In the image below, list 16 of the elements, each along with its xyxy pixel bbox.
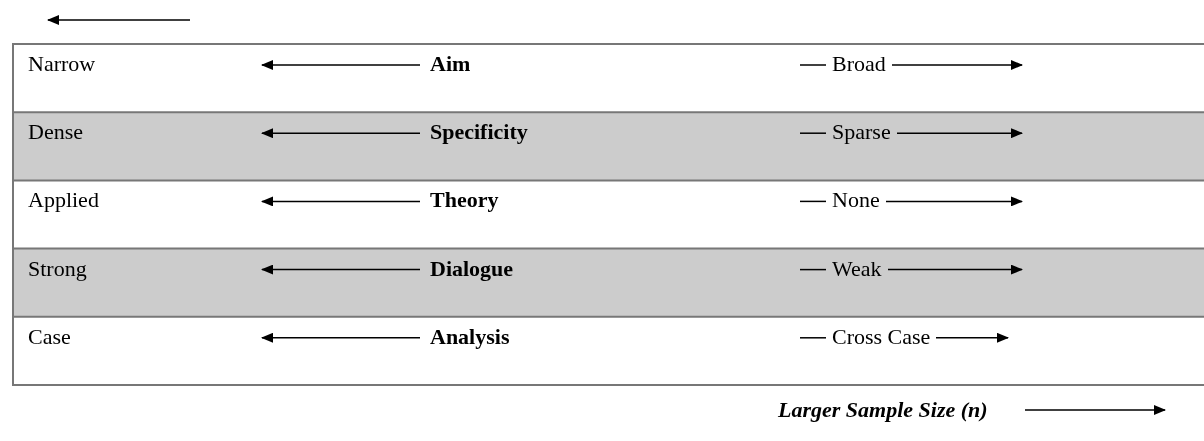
- axis-caption: Larger Sample Size (n): [778, 397, 988, 423]
- row-label: Weak: [832, 255, 882, 282]
- dimension-heading: Dialogue: [430, 255, 514, 282]
- row-label: Strong: [28, 255, 87, 282]
- row-label: Sparse: [832, 119, 891, 146]
- dimension-heading: Theory: [430, 187, 499, 214]
- row-label: Narrow: [28, 51, 96, 77]
- dimension-heading: Aim: [430, 51, 471, 77]
- row-label: Case: [28, 323, 71, 350]
- dimension-heading: Analysis: [430, 323, 510, 350]
- dimension-heading: Specificity: [430, 119, 528, 146]
- row-label: Dense: [28, 119, 83, 146]
- row-label: Cross Case: [832, 323, 931, 350]
- row-label: Applied: [28, 187, 99, 214]
- row-label: None: [832, 187, 880, 214]
- row-label: Broad: [832, 51, 886, 77]
